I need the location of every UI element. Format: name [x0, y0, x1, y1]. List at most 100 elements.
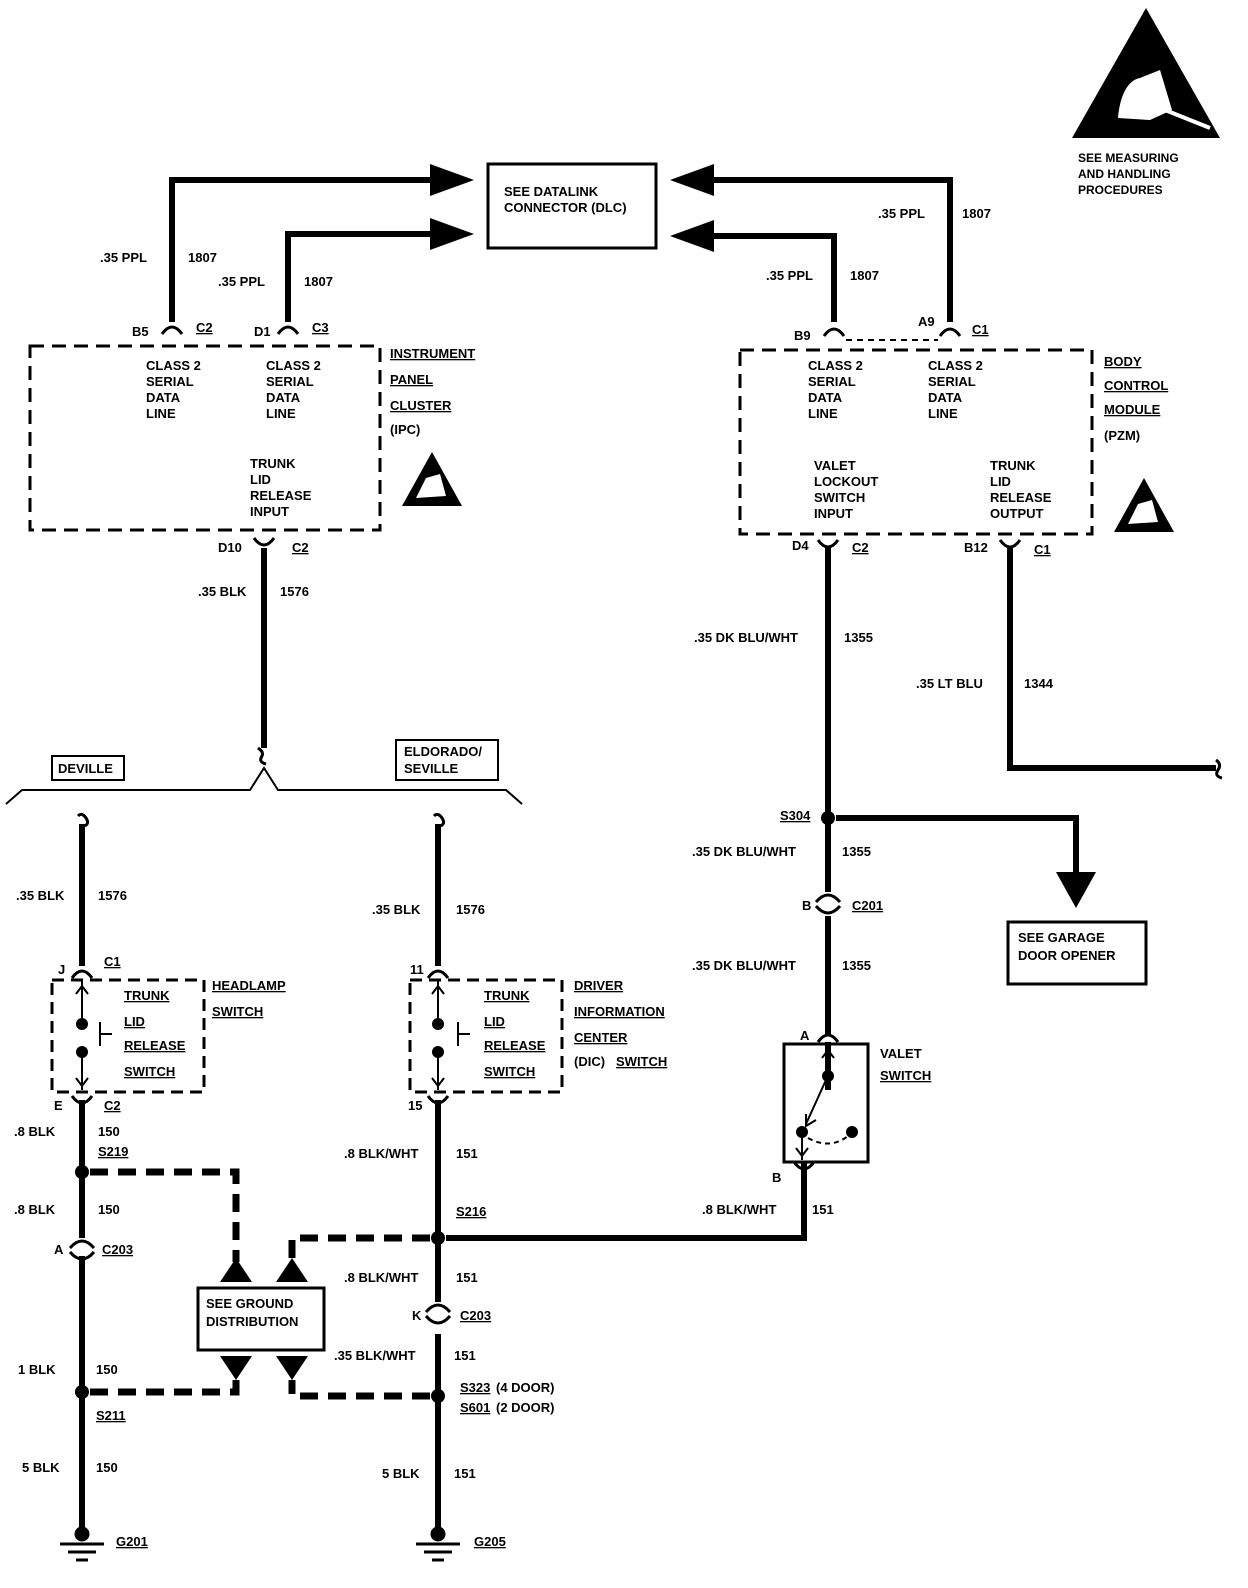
ipc-serial-b5-line-3: DATA: [146, 390, 181, 405]
dic-pin-bottom: 15: [408, 1098, 422, 1113]
wire-d10-gauge: .35 BLK: [198, 584, 247, 599]
wire-eld-s216-circuit: 151: [456, 1270, 478, 1285]
dic-name-line-1: DRIVER: [574, 978, 624, 993]
wire-eld-g-gauge: 5 BLK: [382, 1466, 420, 1481]
esd-notice-line-1: SEE MEASURING: [1078, 151, 1179, 165]
headlamp-inner-line-1: TRUNK: [124, 988, 170, 1003]
esd-warning-symbol: [1072, 8, 1220, 138]
wire-d1-circuit: 1807: [304, 274, 333, 289]
bcm-pin-b12: B12: [964, 540, 988, 555]
splice-s323-dot: [431, 1389, 445, 1403]
ipc-conn-b5: C2: [196, 320, 213, 335]
bcm-serial-a9-line-3: DATA: [928, 390, 963, 405]
headlamp-conn-top: C1: [104, 954, 121, 969]
bcm-serial-b9-line-2: SERIAL: [808, 374, 856, 389]
splice-s216-dot: [431, 1231, 445, 1245]
headlamp-switch-contact: [75, 980, 112, 1090]
valet-switch-box: [782, 1042, 870, 1164]
headlamp-switch-box: [50, 978, 206, 1094]
bcm-conn-d4: C2: [852, 540, 869, 555]
ground-distribution-arrows: [220, 1258, 308, 1380]
bcm-valet-input-line-3: SWITCH: [814, 490, 865, 505]
c203-k-name: C203: [460, 1308, 491, 1323]
bcm-name-line-4: (PZM): [1104, 428, 1140, 443]
dic-switch-top-connector: [426, 969, 450, 979]
ipc-serial-b5-line-4: LINE: [146, 406, 176, 421]
wire-dev-top-gauge: .35 BLK: [16, 888, 65, 903]
deville-wire-break-icon: [76, 812, 90, 828]
valet-switch-bottom-connector: [792, 1161, 816, 1171]
splice-s219-dot: [75, 1165, 89, 1179]
wire-dev-e-circuit: 150: [98, 1124, 120, 1139]
wire-dev-c203-circuit: 150: [96, 1362, 118, 1377]
wire-dev-c203-gauge: 1 BLK: [18, 1362, 56, 1377]
dic-name-line-4-suffix: SWITCH: [616, 1054, 667, 1069]
headlamp-inner-line-3: RELEASE: [124, 1038, 186, 1053]
ipc-box: [28, 344, 382, 532]
ipc-serial-d1-line-3: DATA: [266, 390, 301, 405]
c201-b-pin: B: [802, 898, 811, 913]
wire-a9-circuit: 1807: [962, 206, 991, 221]
dic-inner-line-4: SWITCH: [484, 1064, 535, 1079]
ipc-pin-b5: B5: [132, 324, 149, 339]
ipc-conn-d1: C3: [312, 320, 329, 335]
valet-pin-b: B: [772, 1170, 781, 1185]
valet-circuit-wires: [446, 548, 831, 1241]
splice-s601: S601: [460, 1400, 490, 1415]
serial-data-wires: [169, 177, 953, 322]
ipc-trunk-input-line-2: LID: [250, 472, 271, 487]
esd-notice-line-2: AND HANDLING: [1078, 167, 1171, 181]
valet-switch-contact: [795, 1046, 858, 1160]
ground-distribution-box: [196, 1286, 326, 1352]
ground-g205-icon: [416, 1526, 460, 1562]
garage-branch-arrow: [1056, 872, 1096, 908]
headlamp-inner-line-4: SWITCH: [124, 1064, 175, 1079]
bcm-pin-a9: A9: [918, 314, 935, 329]
headlamp-switch-bottom-connector: [70, 1095, 94, 1105]
ipc-trunk-input-line-3: RELEASE: [250, 488, 312, 503]
dlc-arrowheads: [430, 164, 714, 252]
wire-eld-15-circuit: 151: [456, 1146, 478, 1161]
dic-inner-line-3: RELEASE: [484, 1038, 546, 1053]
dic-switch-bottom-connector: [426, 1095, 450, 1105]
eldorado-tag-line-1: ELDORADO/: [404, 744, 482, 759]
headlamp-switch-top-connector: [70, 969, 94, 979]
ipc-serial-b5-line-2: SERIAL: [146, 374, 194, 389]
wire-dev-top-circuit: 1576: [98, 888, 127, 903]
wire-eld-top-gauge: .35 BLK: [372, 902, 421, 917]
wire-valet-b-circuit: 151: [812, 1202, 834, 1217]
wire-dev-g-gauge: 5 BLK: [22, 1460, 60, 1475]
c203-k-connector: [424, 1303, 452, 1325]
wire-b9-circuit: 1807: [850, 268, 879, 283]
wire-eld-g-circuit: 151: [454, 1466, 476, 1481]
bcm-valet-input-line-2: LOCKOUT: [814, 474, 878, 489]
bcm-serial-b9-line-3: DATA: [808, 390, 843, 405]
bcm-serial-a9-line-4: LINE: [928, 406, 958, 421]
splice-s211: S211: [96, 1408, 126, 1423]
bcm-trunk-output-line-2: LID: [990, 474, 1011, 489]
wire-eld-c203-circuit: 151: [454, 1348, 476, 1363]
wire-d4-circuit: 1355: [844, 630, 873, 645]
ipc-conn-d10: C2: [292, 540, 309, 555]
wire-break-icon: [257, 746, 267, 766]
bcm-name-line-3: MODULE: [1104, 402, 1161, 417]
splice-s601-note: (2 DOOR): [496, 1400, 555, 1415]
deville-tag-box: [51, 755, 125, 781]
wire-dev-s219-circuit: 150: [98, 1202, 120, 1217]
wire-b5-gauge: .35 PPL: [100, 250, 147, 265]
bcm-serial-b9-line-4: LINE: [808, 406, 838, 421]
wire-dev-s219-gauge: .8 BLK: [14, 1202, 56, 1217]
wire-d1-gauge: .35 PPL: [218, 274, 265, 289]
ipc-esd-icon: [402, 452, 462, 506]
splice-s219: S219: [98, 1144, 128, 1159]
dic-pin-top: 11: [410, 962, 424, 977]
trunk-output-wire: [1007, 548, 1216, 771]
wire-c201-gauge: .35 DK BLU/WHT: [692, 958, 796, 973]
ipc-name-line-3: CLUSTER: [390, 398, 452, 413]
bcm-name-line-2: CONTROL: [1104, 378, 1168, 393]
trunk-output-break-icon: [1215, 758, 1223, 780]
splice-s304-dot: [821, 811, 835, 825]
dlc-label-line-2: CONNECTOR (DLC): [504, 200, 627, 215]
splice-s323-note: (4 DOOR): [496, 1380, 555, 1395]
ground-g201-icon: [60, 1526, 104, 1562]
